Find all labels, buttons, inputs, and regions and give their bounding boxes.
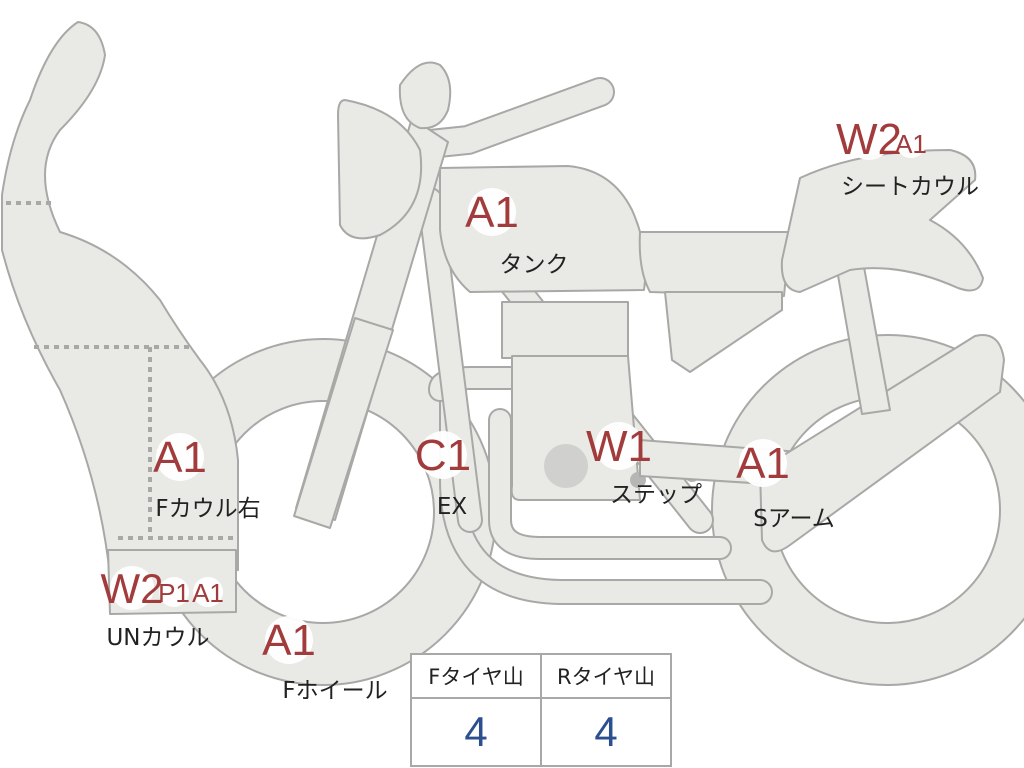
- damage-code: A1: [895, 129, 927, 159]
- damage-code: W1: [586, 422, 652, 471]
- mirror: [398, 61, 452, 130]
- badge-seat-cowl[interactable]: W2 A1: [836, 115, 927, 164]
- part-label-under-cowl: UNカウル: [106, 625, 209, 651]
- part-label-exhaust: EX: [437, 494, 468, 520]
- damage-code: A1: [262, 616, 316, 665]
- badge-f-wheel[interactable]: A1: [262, 616, 316, 665]
- tyre-tread-table: Fタイヤ山 Rタイヤ山 4 4: [410, 653, 672, 767]
- part-label-step: ステップ: [610, 482, 702, 508]
- front-cowl-shape: [1, 21, 239, 577]
- headlamp: [337, 99, 423, 240]
- damage-code: A1: [192, 578, 224, 608]
- damage-code: W2: [836, 115, 902, 164]
- cowl-division-lines: [6, 201, 236, 540]
- damage-code: P1: [158, 578, 190, 608]
- badge-f-cowl-right[interactable]: A1: [153, 433, 207, 482]
- part-label-f-cowl-right: Fカウル右: [155, 496, 260, 522]
- damage-code: W2: [101, 565, 164, 612]
- exhaust-pipes: [428, 366, 773, 605]
- part-label-f-wheel: Fホイール: [282, 678, 387, 704]
- seat-cowl-shape: [780, 149, 984, 293]
- part-label-tank: タンク: [500, 252, 569, 278]
- front-fork: [293, 117, 449, 529]
- damage-code: A1: [736, 439, 790, 488]
- rear-tyre-header: Rタイヤ山: [540, 653, 672, 699]
- swing-arm-shape: [759, 334, 1005, 553]
- rear-tyre-value: 4: [540, 697, 672, 767]
- part-label-swing-arm: Sアーム: [753, 506, 835, 532]
- badge-exhaust[interactable]: C1: [415, 431, 471, 480]
- seat: [638, 231, 791, 297]
- front-tyre-value: 4: [410, 697, 542, 767]
- badge-under-cowl[interactable]: W2 P1 A1: [101, 565, 224, 612]
- part-label-seat-cowl: シートカウル: [841, 174, 979, 200]
- badge-swing-arm[interactable]: A1: [736, 439, 790, 488]
- front-tyre-header: Fタイヤ山: [410, 653, 542, 699]
- badge-step[interactable]: W1: [586, 422, 652, 471]
- damage-code: A1: [153, 433, 207, 482]
- badge-tank[interactable]: A1: [465, 188, 519, 237]
- side-cover: [664, 291, 783, 373]
- damage-code: C1: [415, 431, 471, 480]
- damage-code: A1: [465, 188, 519, 237]
- rear-wheel: [711, 334, 1024, 686]
